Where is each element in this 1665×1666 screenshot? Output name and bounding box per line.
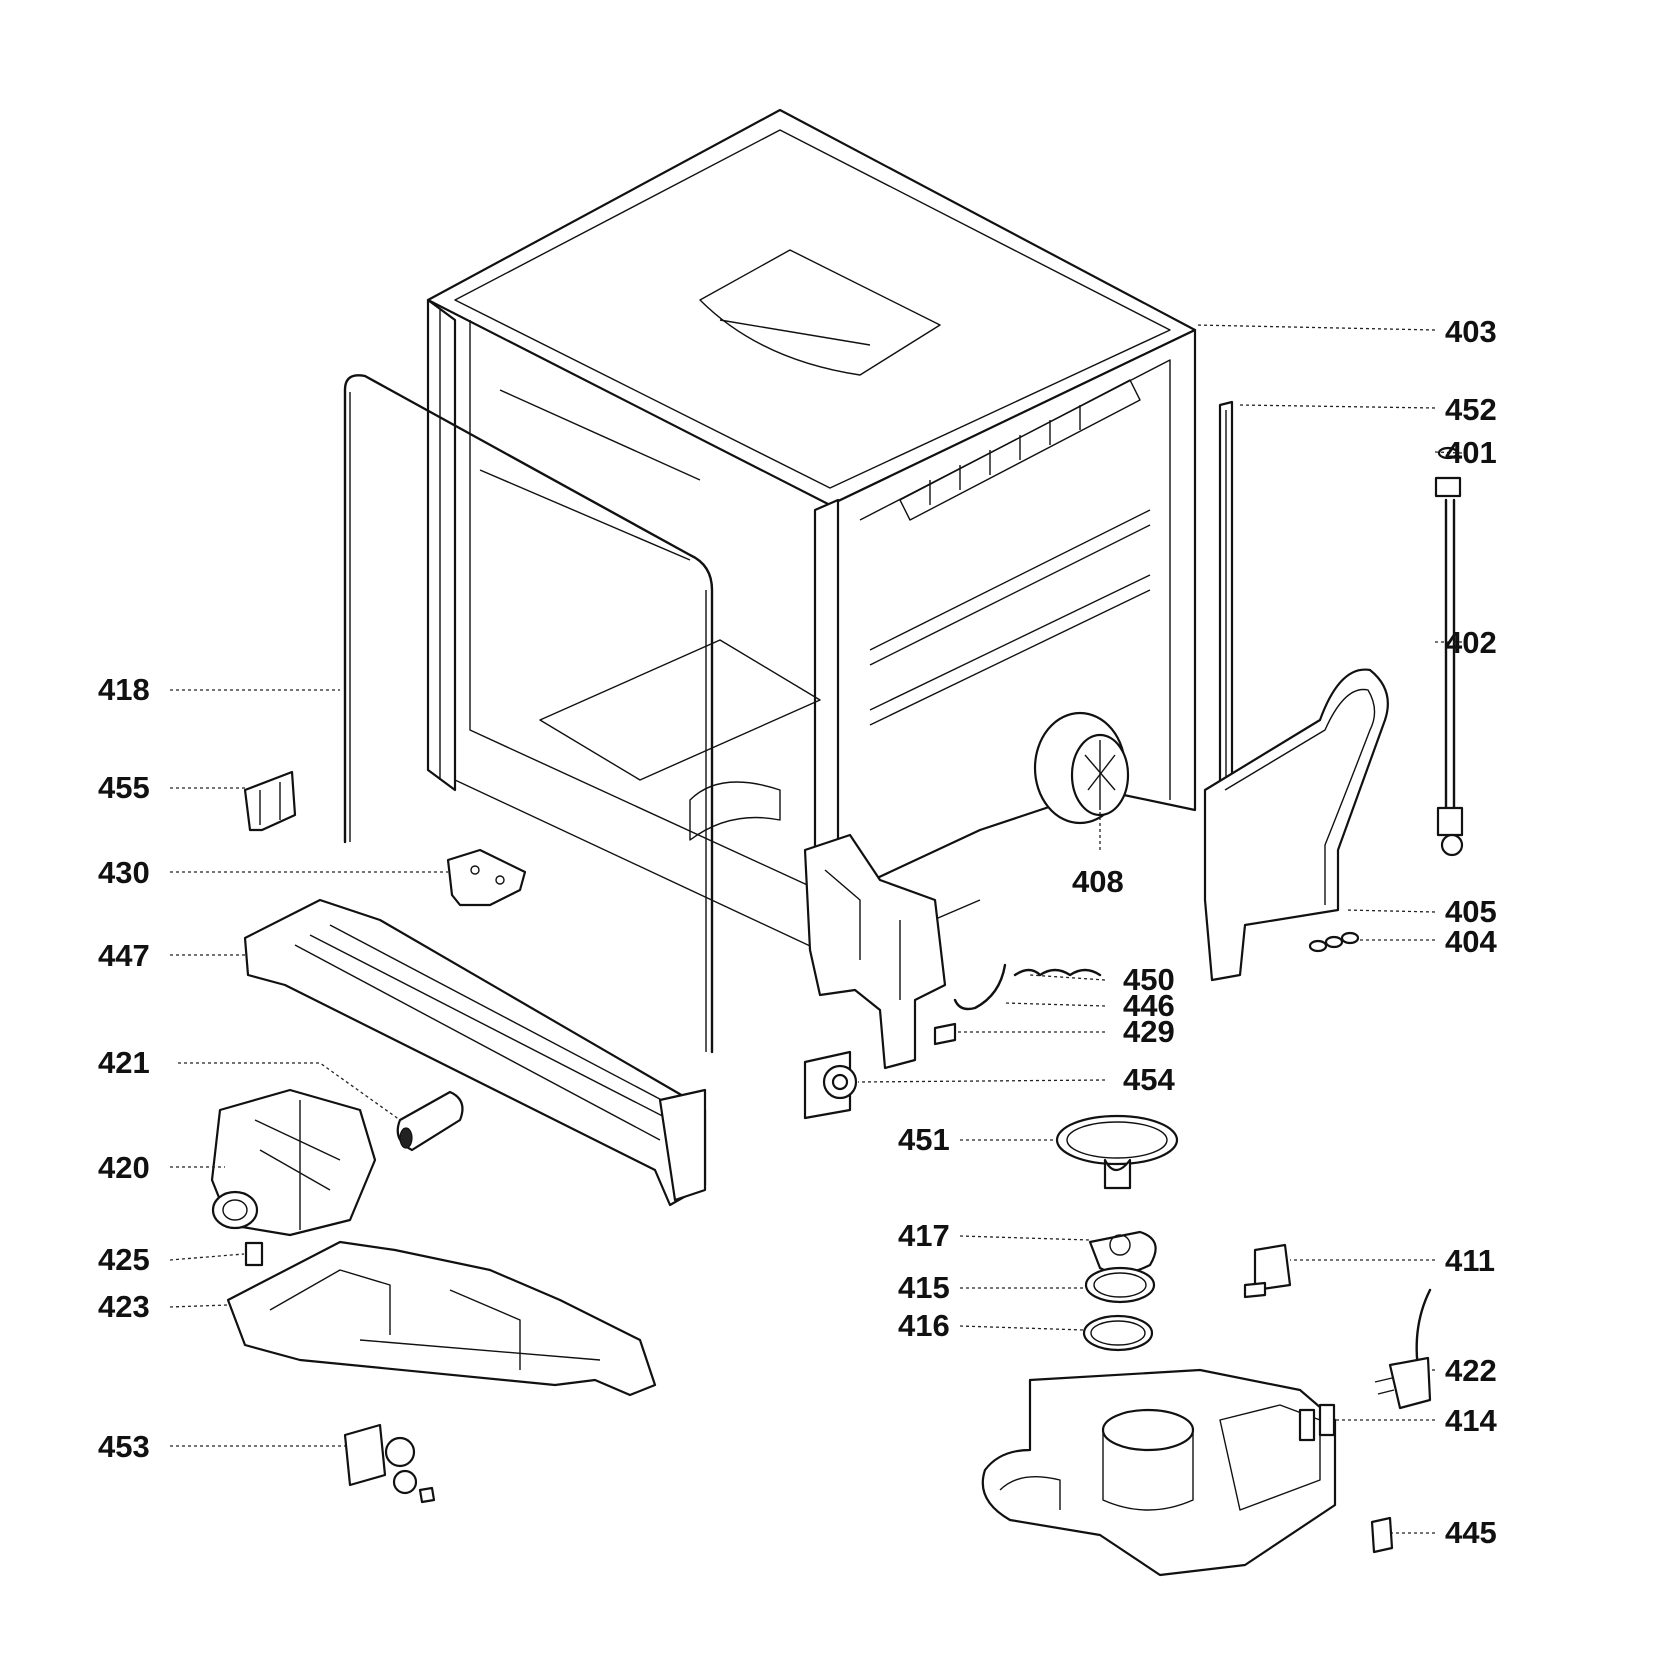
hinge-plate-430 [446,848,527,907]
side-panel-405 [1203,668,1389,982]
callout-labels: 403 452 401 402 405 404 418 455 430 447 … [98,314,1497,1550]
bracket-455 [243,770,297,832]
callout-452: 452 [1445,392,1497,427]
valve-411 [1243,1243,1292,1299]
callout-414: 414 [1445,1403,1497,1438]
callout-411: 411 [1445,1243,1495,1278]
callout-447: 447 [98,938,150,973]
leader-lines [169,324,1463,1534]
hinge-bracket [803,833,947,1070]
callout-402: 402 [1445,625,1497,660]
callout-451: 451 [898,1122,950,1157]
callout-446: 446 [1123,988,1175,1023]
side-strip-452 [1218,400,1234,787]
ring-416 [1082,1314,1154,1352]
callout-403: 403 [1445,314,1497,349]
bearing-454 [803,1050,858,1120]
wire-446 [953,963,1007,1011]
callout-421: 421 [98,1045,150,1080]
power-cord-422 [1374,1288,1432,1410]
callout-455: 455 [98,770,150,805]
sump-base-414 [981,1368,1337,1577]
clip-445 [1370,1516,1394,1554]
rings-404 [1308,931,1360,953]
callout-425: 425 [98,1242,150,1277]
plate-429 [933,1022,957,1046]
base-frame-447 [243,898,707,1207]
door-seal-418 [343,374,714,1054]
callout-454: 454 [1123,1062,1175,1097]
dishwasher-tub [426,108,1197,961]
callout-422: 422 [1445,1353,1497,1388]
callout-429: 429 [1123,1014,1175,1049]
callout-430: 430 [98,855,150,890]
callout-408: 408 [1072,864,1124,899]
fan-408 [1033,711,1130,825]
valve-453 [343,1423,436,1504]
callout-415: 415 [898,1270,950,1305]
callout-450: 450 [1123,962,1175,997]
callout-401: 401 [1445,435,1497,470]
callout-453: 453 [98,1429,150,1464]
callout-445: 445 [1445,1515,1497,1550]
capacitor-421 [396,1090,464,1152]
callout-417: 417 [898,1218,950,1253]
callout-405: 405 [1445,894,1497,929]
base-tray-423 [226,1240,657,1397]
callout-423: 423 [98,1289,150,1324]
pump-motor-420 [210,1088,377,1237]
callout-418: 418 [98,672,150,707]
spring-450 [1013,968,1102,977]
callout-404: 404 [1445,924,1497,959]
callout-416: 416 [898,1308,950,1343]
callout-420: 420 [98,1150,150,1185]
hose-402 [1434,476,1464,857]
part-425 [244,1241,264,1267]
seal-451 [1055,1114,1179,1190]
